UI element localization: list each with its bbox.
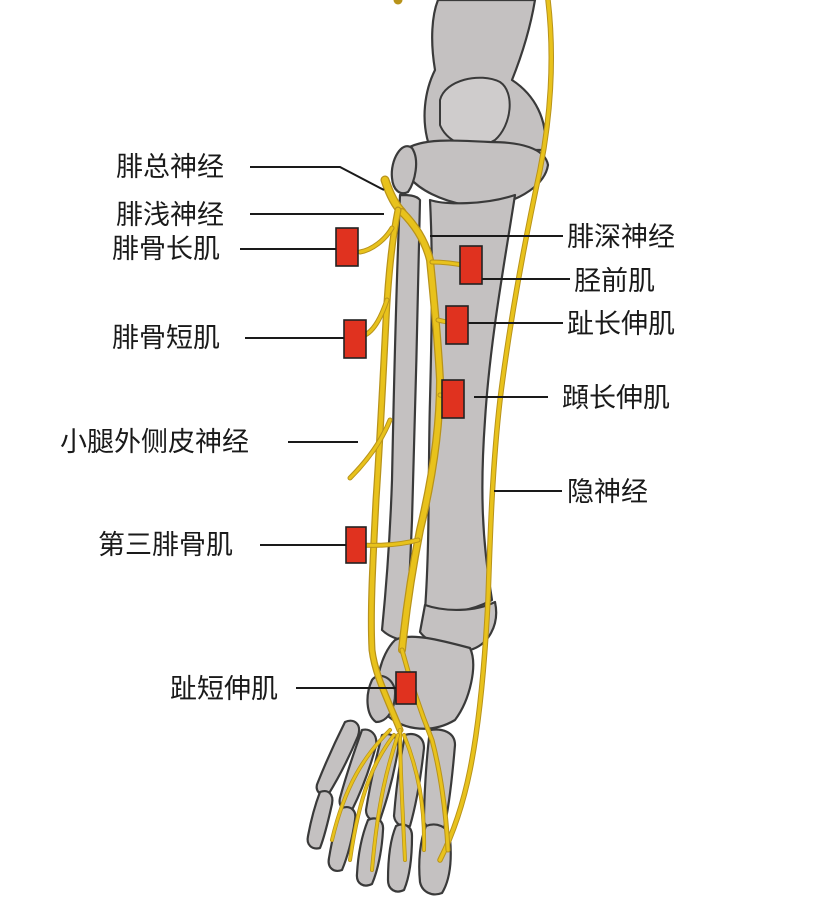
tibialis-anterior-marker (459, 245, 483, 285)
leader-common-peroneal-nerve (250, 166, 385, 191)
phalanx-4 (327, 806, 357, 872)
label-deep-peroneal-nerve: 腓深神经 (567, 222, 675, 253)
peroneus-tertius-marker (345, 526, 367, 564)
peroneus-longus-marker (335, 227, 359, 267)
label-saphenous-nerve: 隐神经 (567, 477, 648, 508)
patella (439, 76, 511, 147)
extensor-digitorum-longus-marker (445, 305, 469, 345)
tibia (423, 193, 517, 614)
extensor-hallucis-longus-marker (441, 379, 465, 419)
tibia-head (403, 139, 550, 207)
label-extensor-hallucis-longus: 蹞长伸肌 (562, 383, 670, 414)
muscle-markers (335, 227, 483, 705)
labels: 腓总神经 腓浅神经 腓骨长肌 腓骨短肌 小腿外侧皮神经 第三腓骨肌 趾短伸肌 腓… (60, 152, 675, 705)
phalanx-3 (355, 817, 385, 887)
label-lateral-sural-cutaneous-nerve: 小腿外侧皮神经 (60, 427, 249, 458)
phalanx-2 (386, 823, 414, 893)
phalanx-5 (306, 790, 334, 850)
fibula-head (390, 145, 418, 195)
bones (306, 0, 550, 896)
label-extensor-digitorum-longus: 趾长伸肌 (567, 309, 675, 340)
label-superficial-peroneal-nerve: 腓浅神经 (116, 200, 224, 231)
peroneus-brevis-marker (343, 319, 367, 359)
label-common-peroneal-nerve: 腓总神经 (116, 152, 224, 183)
leader-lines (240, 166, 570, 689)
label-tibialis-anterior: 胫前肌 (574, 266, 655, 297)
label-peroneus-tertius: 第三腓骨肌 (98, 530, 233, 561)
label-peroneus-brevis: 腓骨短肌 (112, 323, 220, 354)
extensor-digitorum-brevis-marker (395, 671, 417, 705)
nerves (330, 0, 554, 872)
label-peroneus-longus: 腓骨长肌 (112, 234, 220, 265)
label-extensor-digitorum-brevis: 趾短伸肌 (170, 674, 278, 705)
